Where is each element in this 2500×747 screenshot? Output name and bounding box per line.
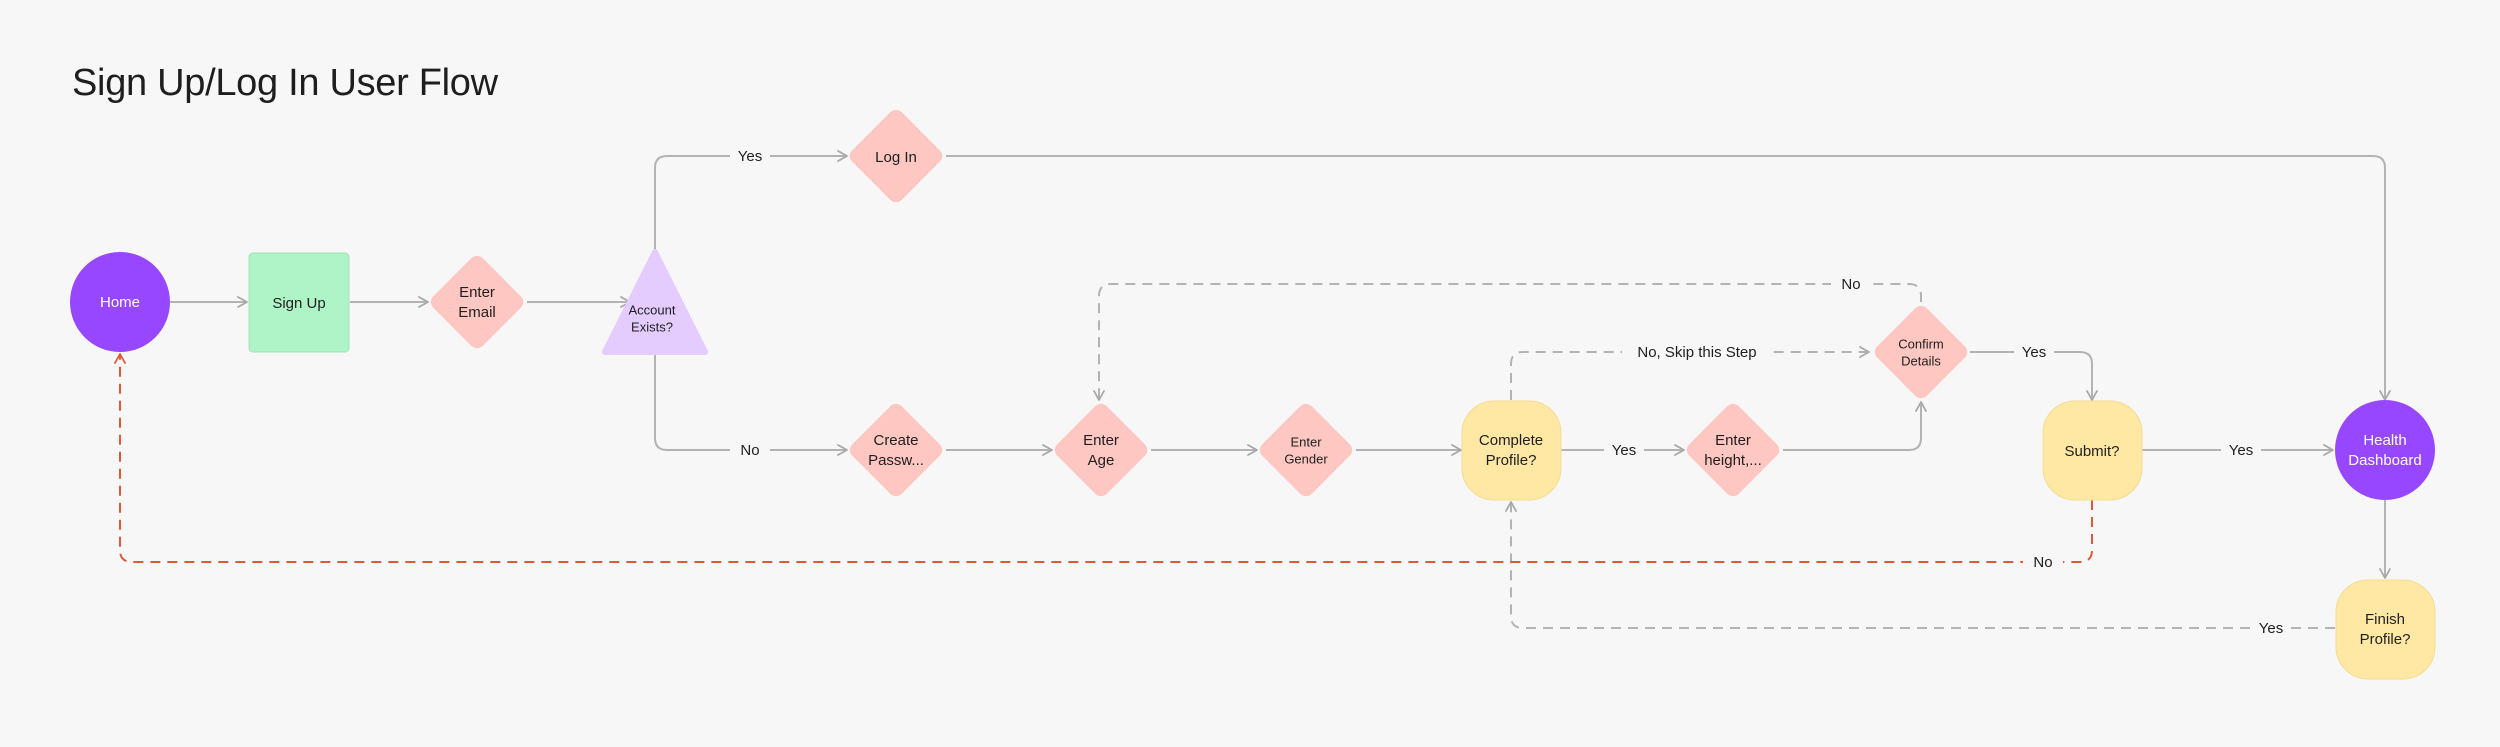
- node-label-line: Enter: [1083, 432, 1119, 449]
- node-label-line: Account: [629, 303, 676, 318]
- node-home-label: Home: [100, 294, 140, 311]
- node-label-line: Enter: [1290, 435, 1322, 450]
- edge-label-finish-yes: Yes: [2259, 620, 2283, 637]
- edge-label-account-no: No: [740, 442, 759, 459]
- edge-label-submit-yes: Yes: [2229, 442, 2253, 459]
- node-label-line: Dashboard: [2348, 452, 2421, 469]
- edge-label-confirm-yes: Yes: [2022, 344, 2046, 361]
- node-sign-up-label: Sign Up: [272, 295, 325, 312]
- edge-label-confirm-no: No: [1841, 276, 1860, 293]
- node-label-line: Enter: [1715, 432, 1751, 449]
- node-label-line: Passw...: [868, 452, 924, 469]
- edge-confirm-submit: [1970, 351, 2098, 401]
- edge-label-submit-no: No: [2033, 554, 2052, 571]
- node-label-line: Details: [1901, 354, 1941, 369]
- node-log-in-label: Log In: [875, 149, 917, 166]
- node-label-line: Exists?: [631, 320, 673, 335]
- node-label-line: Confirm: [1898, 337, 1944, 352]
- edge-finish-complete: [1505, 501, 2335, 629]
- node-enter-height[interactable]: Enter height,...: [1684, 401, 1783, 500]
- edge-account-create: [654, 352, 848, 456]
- node-label-line: Health: [2363, 432, 2406, 449]
- node-label-line: Create: [873, 432, 918, 449]
- edge-label-complete-yes: Yes: [1612, 442, 1636, 459]
- node-label-line: Sign Up: [272, 295, 325, 312]
- node-label-line: Email: [458, 304, 496, 321]
- edge-confirm-age-no: [1093, 283, 1922, 401]
- node-label-line: Enter: [459, 284, 495, 301]
- edge-account-login: [654, 150, 848, 252]
- edge-label-account-yes: Yes: [738, 148, 762, 165]
- node-home[interactable]: Home: [70, 252, 170, 352]
- node-label-line: Home: [100, 294, 140, 311]
- node-sign-up[interactable]: Sign Up: [248, 252, 350, 353]
- node-label-line: Gender: [1284, 452, 1328, 467]
- node-label-line: Profile?: [1486, 452, 1537, 469]
- page-title: Sign Up/Log In User Flow: [72, 62, 498, 104]
- edge-complete-confirm-skip: [1510, 346, 1870, 400]
- node-label-line: height,...: [1704, 452, 1762, 469]
- node-label-line: Complete: [1479, 432, 1543, 449]
- node-submit[interactable]: Submit?: [2042, 400, 2143, 501]
- node-submit-label: Submit?: [2064, 443, 2119, 460]
- node-label-line: Profile?: [2360, 631, 2411, 648]
- edge-login-dashboard: [946, 155, 2391, 401]
- node-log-in[interactable]: Log In: [847, 107, 946, 206]
- node-enter-height-label: Enter height,...: [1704, 432, 1762, 469]
- edge-label-complete-skip: No, Skip this Step: [1637, 344, 1756, 361]
- node-label-line: Age: [1088, 452, 1115, 469]
- edge-submit-home-no: [114, 353, 2093, 563]
- node-label-line: Finish: [2365, 611, 2405, 628]
- node-label-line: Submit?: [2064, 443, 2119, 460]
- node-label-line: Log In: [875, 149, 917, 166]
- edge-height-confirm: [1783, 401, 1927, 451]
